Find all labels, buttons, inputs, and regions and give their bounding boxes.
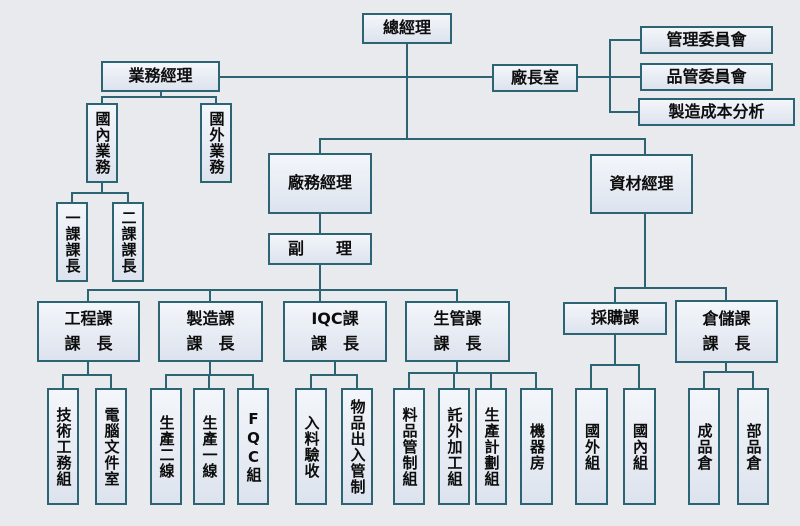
connector: [319, 138, 646, 140]
connector: [703, 371, 705, 388]
node-material-control-group: 料品管制組: [393, 388, 425, 505]
node-parts-warehouse: 部品倉: [737, 388, 769, 505]
connector: [406, 44, 408, 140]
node-production-line1: 生產一線: [193, 388, 225, 505]
connector: [310, 374, 358, 376]
connector: [110, 374, 112, 388]
connector: [644, 138, 646, 154]
connector: [453, 372, 455, 388]
node-production-mgmt-section: 生管課 課 長: [405, 301, 510, 362]
connector: [209, 289, 211, 301]
node-domestic-group: 國內組: [623, 388, 656, 505]
node-factory-affairs-manager: 廠務經理: [268, 153, 372, 214]
connector: [319, 138, 321, 153]
connector: [208, 374, 210, 388]
connector: [160, 92, 162, 97]
connector: [644, 214, 646, 288]
connector: [319, 289, 321, 301]
node-purchasing-section: 採購課: [563, 302, 667, 335]
connector: [252, 374, 254, 388]
connector: [535, 372, 537, 388]
node-outsourcing-group: 託外加工組: [438, 388, 470, 505]
connector: [725, 287, 727, 300]
node-general-manager: 總經理: [362, 13, 452, 44]
node-overseas-group: 國外組: [575, 388, 608, 505]
connector: [71, 192, 129, 194]
connector: [609, 39, 640, 41]
connector: [590, 364, 592, 388]
node-iqc-section: IQC課 課 長: [283, 301, 387, 362]
connector: [752, 371, 754, 388]
node-machine-room: 機器房: [520, 388, 553, 505]
connector: [614, 335, 616, 366]
connector: [87, 289, 89, 301]
connector: [725, 363, 727, 373]
connector: [319, 265, 321, 291]
node-mfg-cost-analysis: 製造成本分析: [638, 98, 795, 126]
connector: [334, 362, 336, 376]
connector: [62, 374, 64, 388]
connector: [101, 183, 103, 193]
connector: [609, 76, 640, 78]
node-warehouse-section: 倉儲課 課 長: [675, 300, 778, 363]
node-engineering-section: 工程課 課 長: [37, 301, 140, 362]
connector: [408, 372, 410, 388]
connector: [456, 289, 458, 301]
connector: [319, 214, 321, 233]
connector: [220, 76, 492, 78]
connector: [408, 372, 537, 374]
connector: [209, 362, 211, 376]
connector: [578, 76, 611, 78]
node-section2-chief: 二課課長: [112, 202, 144, 282]
node-factory-director-office: 廠長室: [492, 64, 578, 92]
connector: [71, 192, 73, 202]
node-fqc-group: FQC組: [237, 388, 269, 505]
node-manufacturing-section: 製造課 課 長: [158, 301, 263, 362]
connector: [165, 374, 167, 388]
connector: [638, 364, 640, 388]
connector: [356, 374, 358, 388]
node-computer-document-room: 電腦文件室: [95, 388, 127, 505]
node-production-line2: 生產二線: [150, 388, 182, 505]
connector: [614, 287, 727, 289]
node-finished-goods-warehouse: 成品倉: [688, 388, 720, 505]
connector: [609, 111, 640, 113]
node-section1-chief: 一課課長: [56, 202, 88, 282]
node-goods-in-out-control: 物品出入管制: [341, 388, 373, 505]
connector: [215, 96, 217, 103]
connector: [62, 374, 112, 376]
connector: [310, 374, 312, 388]
connector: [614, 287, 616, 302]
connector: [101, 96, 217, 98]
connector: [87, 289, 458, 291]
node-domestic-sales: 國內業務: [86, 103, 118, 183]
connector: [101, 96, 103, 103]
node-materials-manager: 資材經理: [590, 154, 693, 214]
node-production-planning-group: 生產計劃組: [475, 388, 507, 505]
connector: [490, 372, 492, 388]
node-deputy-manager: 副 理: [268, 233, 372, 265]
node-business-manager: 業務經理: [101, 61, 220, 92]
connector: [127, 192, 129, 202]
connector: [703, 371, 754, 373]
node-qc-committee: 品管委員會: [640, 63, 773, 91]
node-tech-works-group: 技術工務組: [47, 388, 79, 505]
connector: [87, 362, 89, 376]
connector: [456, 362, 458, 374]
node-overseas-sales: 國外業務: [200, 103, 232, 183]
node-management-committee: 管理委員會: [640, 26, 773, 54]
connector: [590, 364, 640, 366]
node-incoming-inspection: 入料驗收: [295, 388, 327, 505]
